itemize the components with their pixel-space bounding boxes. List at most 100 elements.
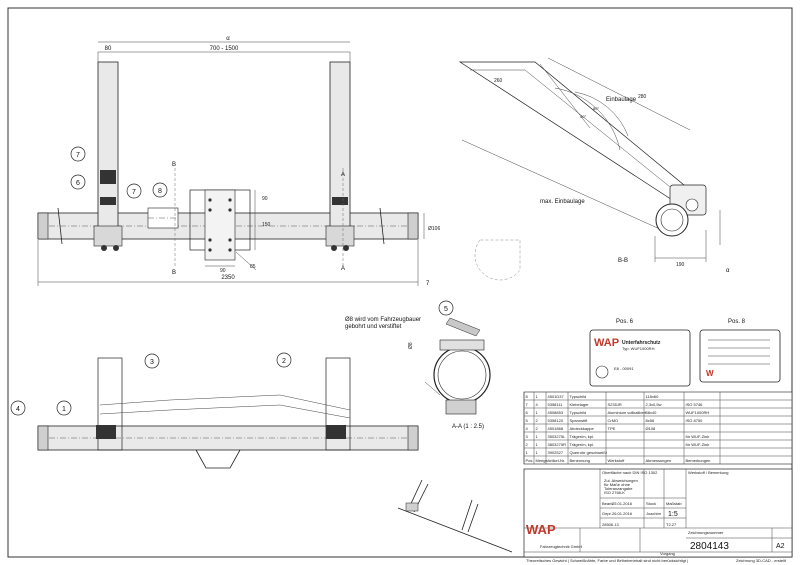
svg-text:4508853: 4508853 xyxy=(548,410,564,415)
svg-text:4501D37: 4501D37 xyxy=(548,394,565,399)
type-plate-pos6: WAP Unterfahrschutz Typ: WUF1000RH E8 - … xyxy=(589,329,691,387)
main-front-view: α 700 - 1500 80 2350 90 150 90 Ø106 85 B… xyxy=(37,36,440,287)
svg-text:2: 2 xyxy=(282,358,286,365)
svg-text:Werkstoff / Bemerkung: Werkstoff / Bemerkung xyxy=(688,470,729,475)
svg-text:5358111: 5358111 xyxy=(548,402,564,407)
section-a-bottom: A xyxy=(341,266,345,272)
balloon: 3 xyxy=(144,353,160,369)
svg-text:T2.27: T2.27 xyxy=(666,522,677,527)
svg-text:Benennung: Benennung xyxy=(570,458,590,463)
svg-text:Maßstab: Maßstab xyxy=(666,501,682,506)
svg-text:3: 3 xyxy=(150,359,154,366)
svg-text:7: 7 xyxy=(132,189,136,196)
dim-length: 2350 xyxy=(221,275,235,281)
svg-text:8: 8 xyxy=(158,188,162,195)
svg-text:Unterfahrschutz: Unterfahrschutz xyxy=(622,340,661,346)
svg-text:5358120: 5358120 xyxy=(548,418,564,423)
svg-text:Spannstift: Spannstift xyxy=(570,418,589,423)
svg-text:Typschild: Typschild xyxy=(570,394,587,399)
svg-text:25.01.2016: 25.01.2016 xyxy=(612,501,633,506)
balloon: 7 xyxy=(126,183,142,199)
note-line-2: gebohrt und verstiftet xyxy=(345,324,402,330)
svg-text:5: 5 xyxy=(526,418,529,423)
svg-text:26.01.2016: 26.01.2016 xyxy=(612,511,633,516)
dim-height-90: 90 xyxy=(262,196,268,202)
side-view: Einbaulage max. Einbaulage 260 280 40° 8… xyxy=(458,57,730,281)
svg-text:Aluminium vollkalibert: Aluminium vollkalibert xyxy=(608,410,648,415)
note-line-1: Ø8 wird vom Fahrzeugbauer xyxy=(345,317,421,323)
left-bracket xyxy=(97,61,119,233)
svg-text:für WUF-Zink: für WUF-Zink xyxy=(686,442,710,447)
svg-text:W: W xyxy=(706,369,714,378)
svg-text:1: 1 xyxy=(62,406,66,413)
dim-85: 85 xyxy=(250,264,256,270)
svg-text:2: 2 xyxy=(526,442,529,447)
svg-text:3503275L: 3503275L xyxy=(548,434,567,439)
dim-diameter: Ø106 xyxy=(428,226,440,232)
section-a-a: Ø8 wird vom Fahrzeugbauer gebohrt und ve… xyxy=(345,300,491,430)
svg-text:Querrohr geschweißt: Querrohr geschweißt xyxy=(570,450,608,455)
sheet-border xyxy=(7,7,793,558)
svg-text:Stock: Stock xyxy=(646,501,656,506)
svg-text:5: 5 xyxy=(444,306,448,313)
svg-text:Artikel-Nr.: Artikel-Nr. xyxy=(548,458,566,463)
section-b-bottom: B xyxy=(172,270,176,276)
dim-left: 80 xyxy=(105,46,112,52)
svg-text:Fahrzeugtechnik GmbH: Fahrzeugtechnik GmbH xyxy=(540,544,582,549)
scale-value: 1:5 xyxy=(668,511,678,518)
svg-text:Bearb.: Bearb. xyxy=(602,501,614,506)
type-plate-pos8: W xyxy=(699,329,781,383)
svg-text:ISO 8750: ISO 8750 xyxy=(686,418,704,423)
balloon: 5 xyxy=(438,300,454,316)
svg-text:für Maße ohne: für Maße ohne xyxy=(604,482,631,487)
svg-text:Zeichnung 3D-CAD - erstellt: Zeichnung 3D-CAD - erstellt xyxy=(736,558,787,563)
dim-8: Ø8 xyxy=(408,342,414,349)
dim-angle-1: 40° xyxy=(580,114,586,119)
balloon: 8 xyxy=(152,182,168,198)
right-bracket xyxy=(329,61,351,233)
svg-text:2: 2 xyxy=(536,426,539,431)
svg-text:WAP: WAP xyxy=(594,337,619,349)
dim-150: 150 xyxy=(262,222,271,228)
dim-190: 190 xyxy=(676,262,685,268)
dim-280: 280 xyxy=(638,94,647,100)
section-aa-label: A-A (1 : 2.5) xyxy=(452,424,484,430)
svg-text:Ø108: Ø108 xyxy=(646,426,657,431)
svg-text:1: 1 xyxy=(536,394,539,399)
svg-text:2,3x0,5w: 2,3x0,5w xyxy=(646,402,662,407)
section-bb-label: B-B xyxy=(618,258,628,264)
footer-note: Theoretisches Gewicht | Schweißnähte, Fa… xyxy=(526,558,688,563)
svg-text:4501868: 4501868 xyxy=(548,426,564,431)
svg-text:4: 4 xyxy=(526,426,529,431)
sheet-format: A2 xyxy=(776,543,785,550)
dim-angle-2: 80° xyxy=(593,106,599,111)
balloon: 6 xyxy=(70,174,86,190)
svg-text:Pos.: Pos. xyxy=(526,458,534,463)
dim-90: 90 xyxy=(220,268,226,274)
perspective-sketch xyxy=(397,479,513,553)
svg-text:6: 6 xyxy=(526,410,529,415)
dim-width-range: 700 - 1500 xyxy=(210,46,239,52)
balloon: 7 xyxy=(70,146,86,162)
balloon: 1 xyxy=(56,400,72,416)
svg-text:Toleranzangabe: Toleranzangabe xyxy=(604,486,633,491)
svg-text:4: 4 xyxy=(536,402,539,407)
svg-text:E8 - 00091: E8 - 00091 xyxy=(614,366,634,371)
svg-text:WUF1000RH: WUF1000RH xyxy=(686,410,710,415)
svg-text:3: 3 xyxy=(526,434,529,439)
drawing-number: 2804143 xyxy=(690,541,729,552)
pos8-label: Pos. 8 xyxy=(728,319,746,325)
svg-text:Bemerkungen: Bemerkungen xyxy=(686,458,711,463)
cut-mark: 7 xyxy=(426,281,430,287)
dim-260: 260 xyxy=(494,78,503,84)
dim-alpha: α xyxy=(226,36,230,42)
